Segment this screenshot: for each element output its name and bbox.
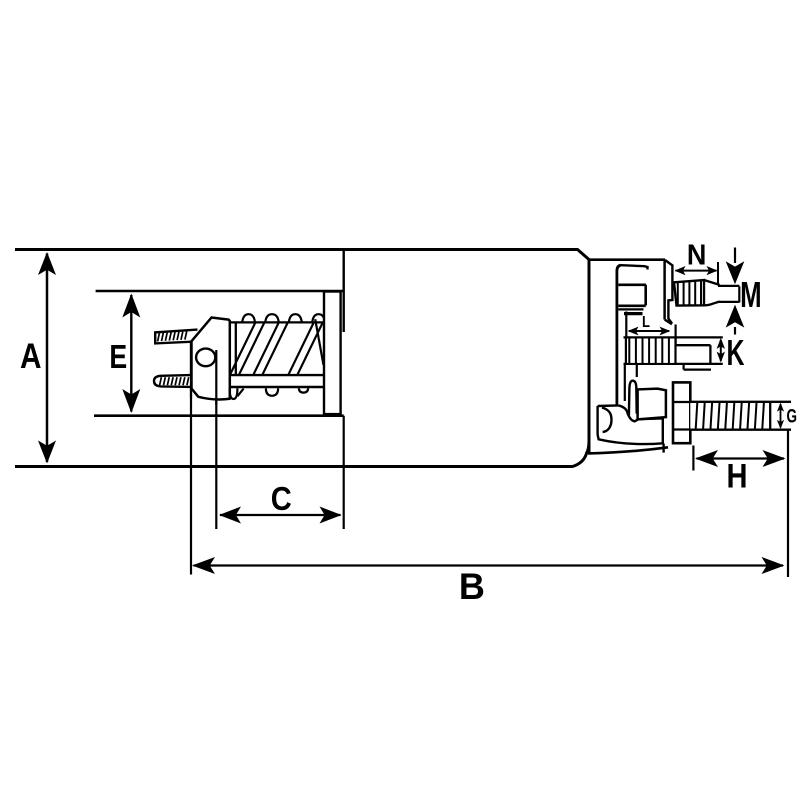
svg-text:C: C — [271, 480, 292, 517]
svg-text:E: E — [109, 338, 127, 375]
svg-text:K: K — [727, 332, 745, 373]
svg-text:B: B — [459, 566, 485, 607]
svg-text:N: N — [687, 239, 707, 271]
svg-text:A: A — [20, 337, 42, 376]
svg-text:L: L — [642, 314, 650, 331]
svg-text:G: G — [787, 407, 798, 428]
svg-text:M: M — [740, 274, 762, 315]
svg-text:H: H — [727, 457, 748, 495]
